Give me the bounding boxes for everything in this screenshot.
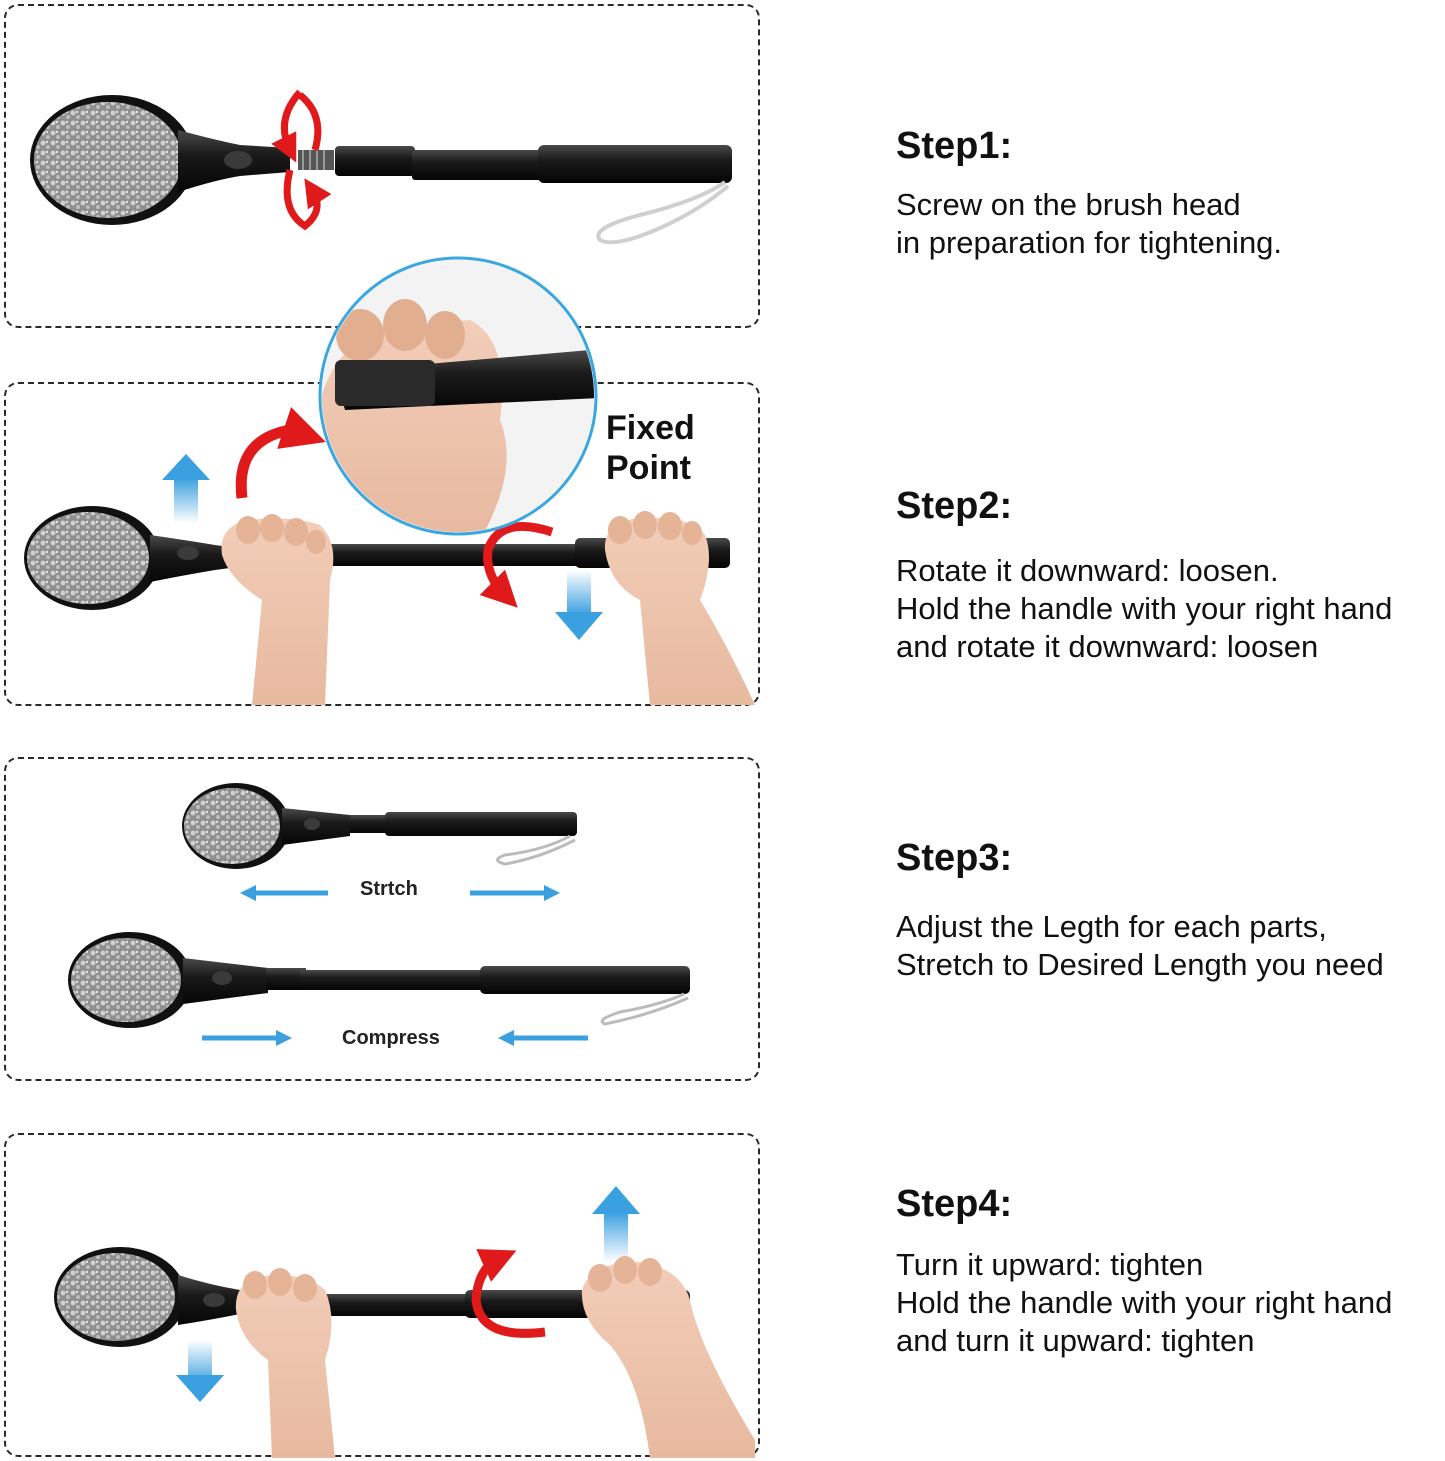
step3-text: Step3: Adjust the Legth for each parts, … [896, 836, 1384, 984]
step3-line-2: Stretch to Desired Length you need [896, 947, 1384, 982]
step3-illustration [68, 783, 690, 1047]
step4-text: Step4: Turn it upward: tighten Hold the … [896, 1182, 1392, 1360]
callout-line-2: Point [606, 449, 691, 487]
step2-title: Step2: [896, 485, 1013, 527]
callout-line-1: Fixed [606, 409, 695, 447]
step1-brush [30, 89, 732, 245]
step1-line-2: in preparation for tightening. [896, 225, 1283, 260]
step4-line-1: Turn it upward: tighten [896, 1247, 1204, 1282]
step4-title: Step4: [896, 1183, 1013, 1225]
stretch-label: Strtch [360, 878, 418, 900]
step1-text: Step1: Screw on the brush head in prepar… [896, 124, 1282, 262]
step3-title: Step3: [896, 837, 1013, 879]
step2-line-1: Rotate it downward: loosen. [896, 553, 1279, 588]
step4-illustration [54, 1186, 755, 1458]
step4-line-2: Hold the handle with your right hand [896, 1285, 1393, 1320]
compress-label: Compress [342, 1027, 440, 1049]
direction-arrow-icon [162, 454, 210, 480]
step2-line-2: Hold the handle with your right hand [896, 591, 1393, 626]
hand-icon [221, 518, 334, 705]
step2-illustration [24, 256, 755, 705]
callout-fixed-point: Fixed Point [606, 408, 695, 488]
step3-line-1: Adjust the Legth for each parts, [896, 909, 1327, 944]
step4-line-3: and turn it upward: tighten [896, 1323, 1255, 1358]
step1-line-1: Screw on the brush head [896, 187, 1241, 222]
step2-line-3: and rotate it downward: loosen [896, 629, 1319, 664]
illustrations [24, 89, 755, 1458]
step2-text: Step2: Rotate it downward: loosen. Hold … [896, 484, 1392, 666]
rotate-arrow-icon [271, 89, 303, 163]
step1-title: Step1: [896, 125, 1013, 167]
